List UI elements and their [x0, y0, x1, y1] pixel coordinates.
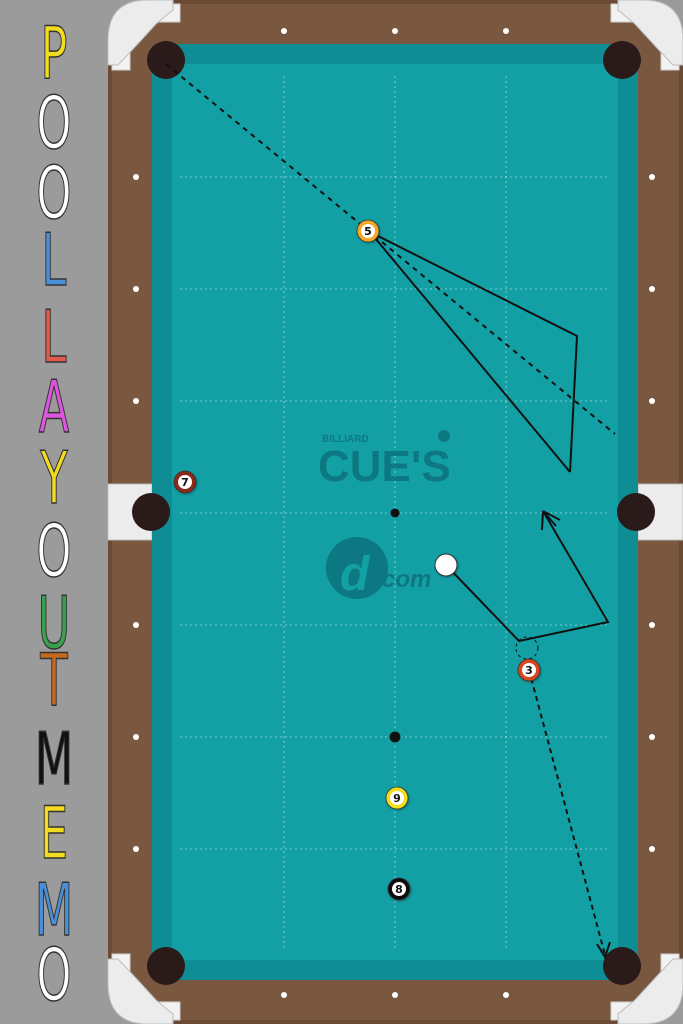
diamond [649, 398, 655, 404]
title-letter-10: T [40, 639, 68, 723]
diamond [649, 734, 655, 740]
diamond [649, 622, 655, 628]
title-letter-1: P [41, 12, 68, 96]
ball-8-spot [392, 882, 406, 896]
watermark-small: BILLIARD [322, 434, 369, 445]
ball-8[interactable]: 8 [387, 877, 411, 901]
ball-5-spot [361, 224, 375, 238]
title-letter-4: L [42, 219, 67, 303]
title-letter-5: L [42, 296, 67, 380]
title-letter-7: Y [40, 437, 68, 521]
title-letter-14: O [36, 934, 71, 1018]
watermark-big: CUE'S [318, 442, 451, 491]
diamond [133, 846, 139, 852]
object-path-3-arrow [596, 941, 611, 960]
cue-path-5b [369, 231, 571, 473]
ball-9-spot [390, 791, 404, 805]
title-letter-12: E [40, 792, 68, 876]
diamond [392, 28, 398, 34]
pockets [132, 41, 655, 985]
pocket-3 [147, 947, 185, 985]
logo-text: com [382, 566, 431, 593]
diamond [392, 992, 398, 998]
cue-path-3-up [542, 510, 561, 521]
ghost-ball [515, 636, 539, 660]
diamond [649, 174, 655, 180]
diamond [649, 846, 655, 852]
object-balls[interactable]: 5 7 3 9 8 [173, 219, 541, 901]
pocket-1 [147, 41, 185, 79]
diamond [133, 398, 139, 404]
diamond [649, 286, 655, 292]
shot-lines [165, 63, 616, 960]
diamond [281, 992, 287, 998]
arrow-head-cue-2 [542, 510, 557, 527]
diamond [133, 622, 139, 628]
title-letter-6: A [39, 366, 70, 450]
ball-3-number: 3 [525, 664, 533, 677]
ball-3-spot [522, 663, 536, 677]
ball-7[interactable]: 7 [173, 470, 197, 494]
object-path-3 [528, 669, 606, 956]
diamond [133, 174, 139, 180]
head-spot [390, 508, 400, 518]
title-letter-8: O [36, 510, 71, 594]
diamond [133, 286, 139, 292]
title-letter-13: M [35, 869, 74, 953]
pocket-4 [603, 947, 641, 985]
diamond [281, 28, 287, 34]
rail-diamonds [133, 28, 655, 998]
cue-path-5 [369, 231, 579, 473]
ball-7-spot [178, 475, 192, 489]
corner-plate-2 [617, 0, 683, 66]
foot-spot [389, 731, 401, 743]
cue-ball[interactable] [434, 553, 458, 577]
cue-path-3 [445, 510, 610, 643]
ball-5[interactable]: 5 [356, 219, 380, 243]
pocket-plates [107, 0, 683, 1024]
diamond [503, 992, 509, 998]
title-letter-9: U [38, 582, 71, 666]
title-letter-2: O [36, 82, 71, 166]
ball-7-number: 7 [181, 476, 189, 489]
diamond [503, 28, 509, 34]
pocket-2 [603, 41, 641, 79]
ball-9[interactable]: 9 [385, 786, 409, 810]
ball-9-number: 9 [393, 792, 401, 805]
watermark: BILLIARD CUE'S d com [318, 430, 451, 601]
logo-circle [326, 537, 388, 599]
ball-3[interactable]: 3 [517, 658, 541, 682]
ball-8-number: 8 [395, 883, 403, 896]
aim-line-5 [165, 63, 616, 435]
pocket-5 [132, 493, 170, 531]
title-letter-11: M [35, 718, 74, 802]
ball-5-number: 5 [364, 225, 372, 238]
corner-plate-1 [107, 0, 174, 66]
title-letter-3: O [36, 152, 71, 236]
watermark-dot [438, 430, 450, 442]
logo-d: d [340, 548, 371, 601]
arrow-head-cue [541, 510, 544, 531]
diamond [133, 734, 139, 740]
pocket-6 [617, 493, 655, 531]
